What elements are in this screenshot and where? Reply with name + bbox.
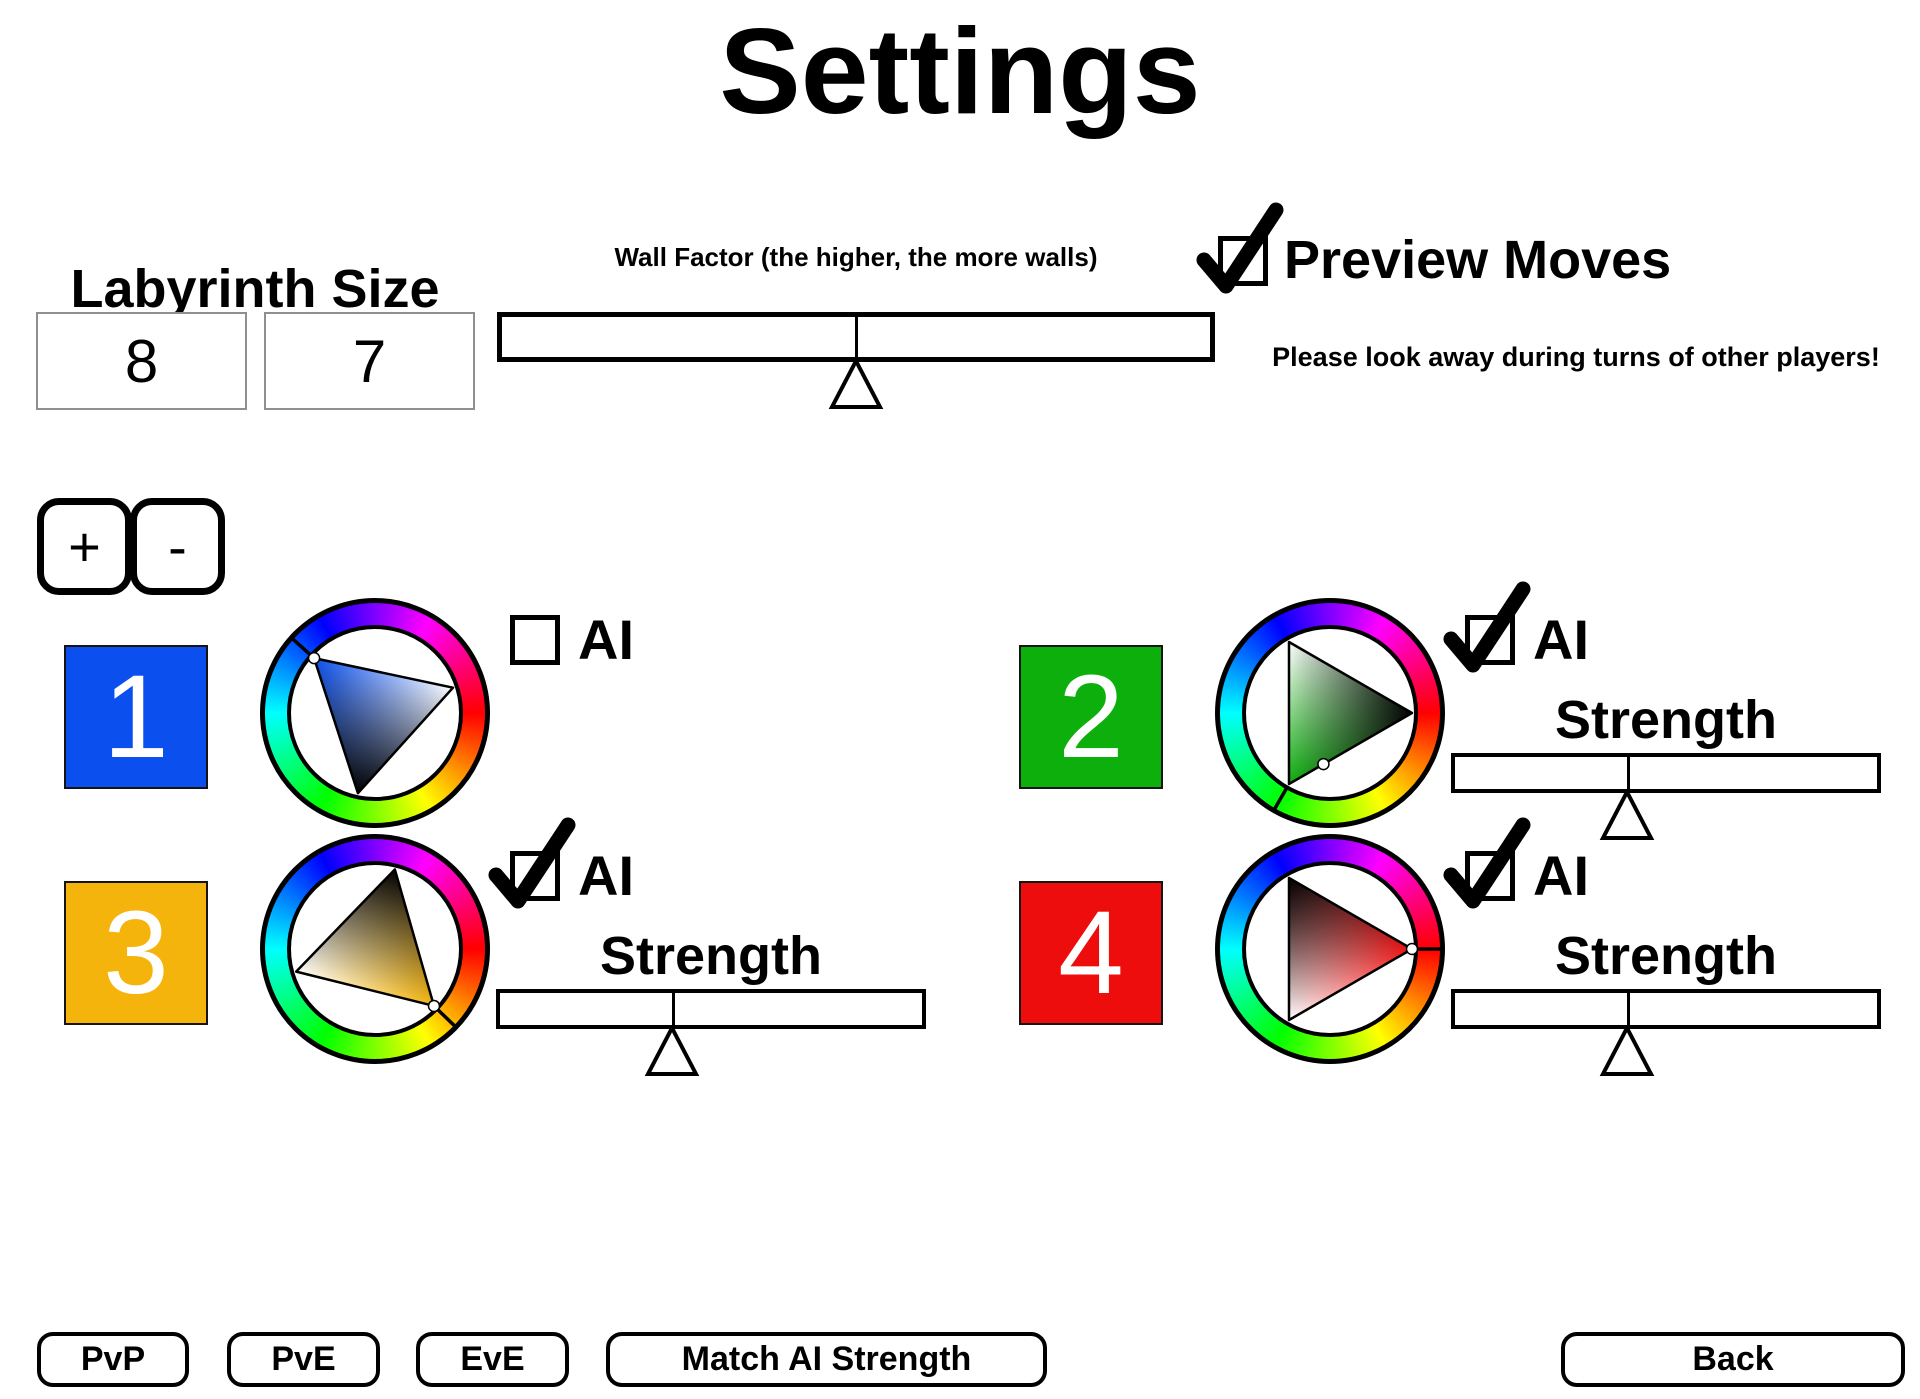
player-2-strength-label: Strength: [1555, 690, 1777, 750]
player-3-section: 3 AI Strength: [64, 817, 969, 1141]
player-4-strength-label: Strength: [1555, 926, 1777, 986]
eve-button[interactable]: EvE: [416, 1332, 569, 1387]
player-2-section: 2 AI Strength: [1019, 581, 1920, 905]
hsv-triangle-icon: [1215, 598, 1445, 828]
labyrinth-height-field[interactable]: 7: [264, 312, 475, 410]
player-1-ai-checkbox[interactable]: [510, 615, 560, 665]
player-1-color-wheel[interactable]: [259, 597, 491, 829]
player-4-color-wheel[interactable]: [1214, 833, 1446, 1065]
player-1-number: 1: [103, 651, 169, 783]
hsv-triangle-icon: [1215, 834, 1445, 1064]
player-2-strength-handle[interactable]: [1599, 789, 1655, 841]
player-4-color-swatch: 4: [1019, 881, 1163, 1025]
player-3-ai-label: AI: [578, 844, 634, 907]
player-3-number: 3: [103, 887, 169, 1019]
pvp-button[interactable]: PvP: [37, 1332, 189, 1387]
labyrinth-width-field[interactable]: 8: [36, 312, 247, 410]
player-4-strength-handle[interactable]: [1599, 1025, 1655, 1077]
hsv-triangle-icon: [260, 598, 490, 828]
player-3-ai-checkbox[interactable]: [510, 851, 560, 901]
player-4-section: 4 AI Strength: [1019, 817, 1920, 1141]
player-4-strength-slider[interactable]: [1451, 989, 1881, 1029]
preview-moves-checkbox[interactable]: [1218, 236, 1268, 286]
strength-value-line: [1626, 757, 1630, 789]
player-1-section: 1 AI: [64, 598, 969, 905]
wall-factor-slider-handle[interactable]: [828, 358, 884, 410]
strength-value-line: [1626, 993, 1630, 1025]
player-3-strength-label: Strength: [600, 926, 822, 986]
page-title: Settings: [719, 3, 1201, 139]
player-2-ai-label: AI: [1533, 608, 1589, 671]
wall-factor-label: Wall Factor (the higher, the more walls): [614, 242, 1098, 272]
player-2-number: 2: [1058, 651, 1124, 783]
player-1-ai-label: AI: [578, 608, 634, 671]
back-button[interactable]: Back: [1561, 1332, 1905, 1387]
player-4-ai-label: AI: [1533, 844, 1589, 907]
player-1-color-swatch: 1: [64, 645, 208, 789]
preview-moves-warning: Please look away during turns of other p…: [1272, 342, 1880, 372]
player-4-number: 4: [1058, 887, 1124, 1019]
match-ai-strength-button[interactable]: Match AI Strength: [606, 1332, 1047, 1387]
player-2-strength-slider[interactable]: [1451, 753, 1881, 793]
wall-factor-value-line: [854, 317, 858, 357]
add-player-button[interactable]: +: [37, 498, 132, 595]
player-3-color-wheel[interactable]: [259, 833, 491, 1065]
player-3-color-swatch: 3: [64, 881, 208, 1025]
player-4-ai-checkbox[interactable]: [1465, 851, 1515, 901]
wall-factor-slider[interactable]: [497, 312, 1215, 362]
labyrinth-size-label: Labyrinth Size: [70, 259, 440, 319]
player-2-color-wheel[interactable]: [1214, 597, 1446, 829]
player-2-color-swatch: 2: [1019, 645, 1163, 789]
hsv-triangle-icon: [260, 834, 490, 1064]
preview-moves-label: Preview Moves: [1284, 230, 1672, 290]
remove-player-button[interactable]: -: [130, 498, 225, 595]
player-3-strength-slider[interactable]: [496, 989, 926, 1029]
pve-button[interactable]: PvE: [227, 1332, 380, 1387]
strength-value-line: [671, 993, 675, 1025]
player-2-ai-checkbox[interactable]: [1465, 615, 1515, 665]
player-3-strength-handle[interactable]: [644, 1025, 700, 1077]
